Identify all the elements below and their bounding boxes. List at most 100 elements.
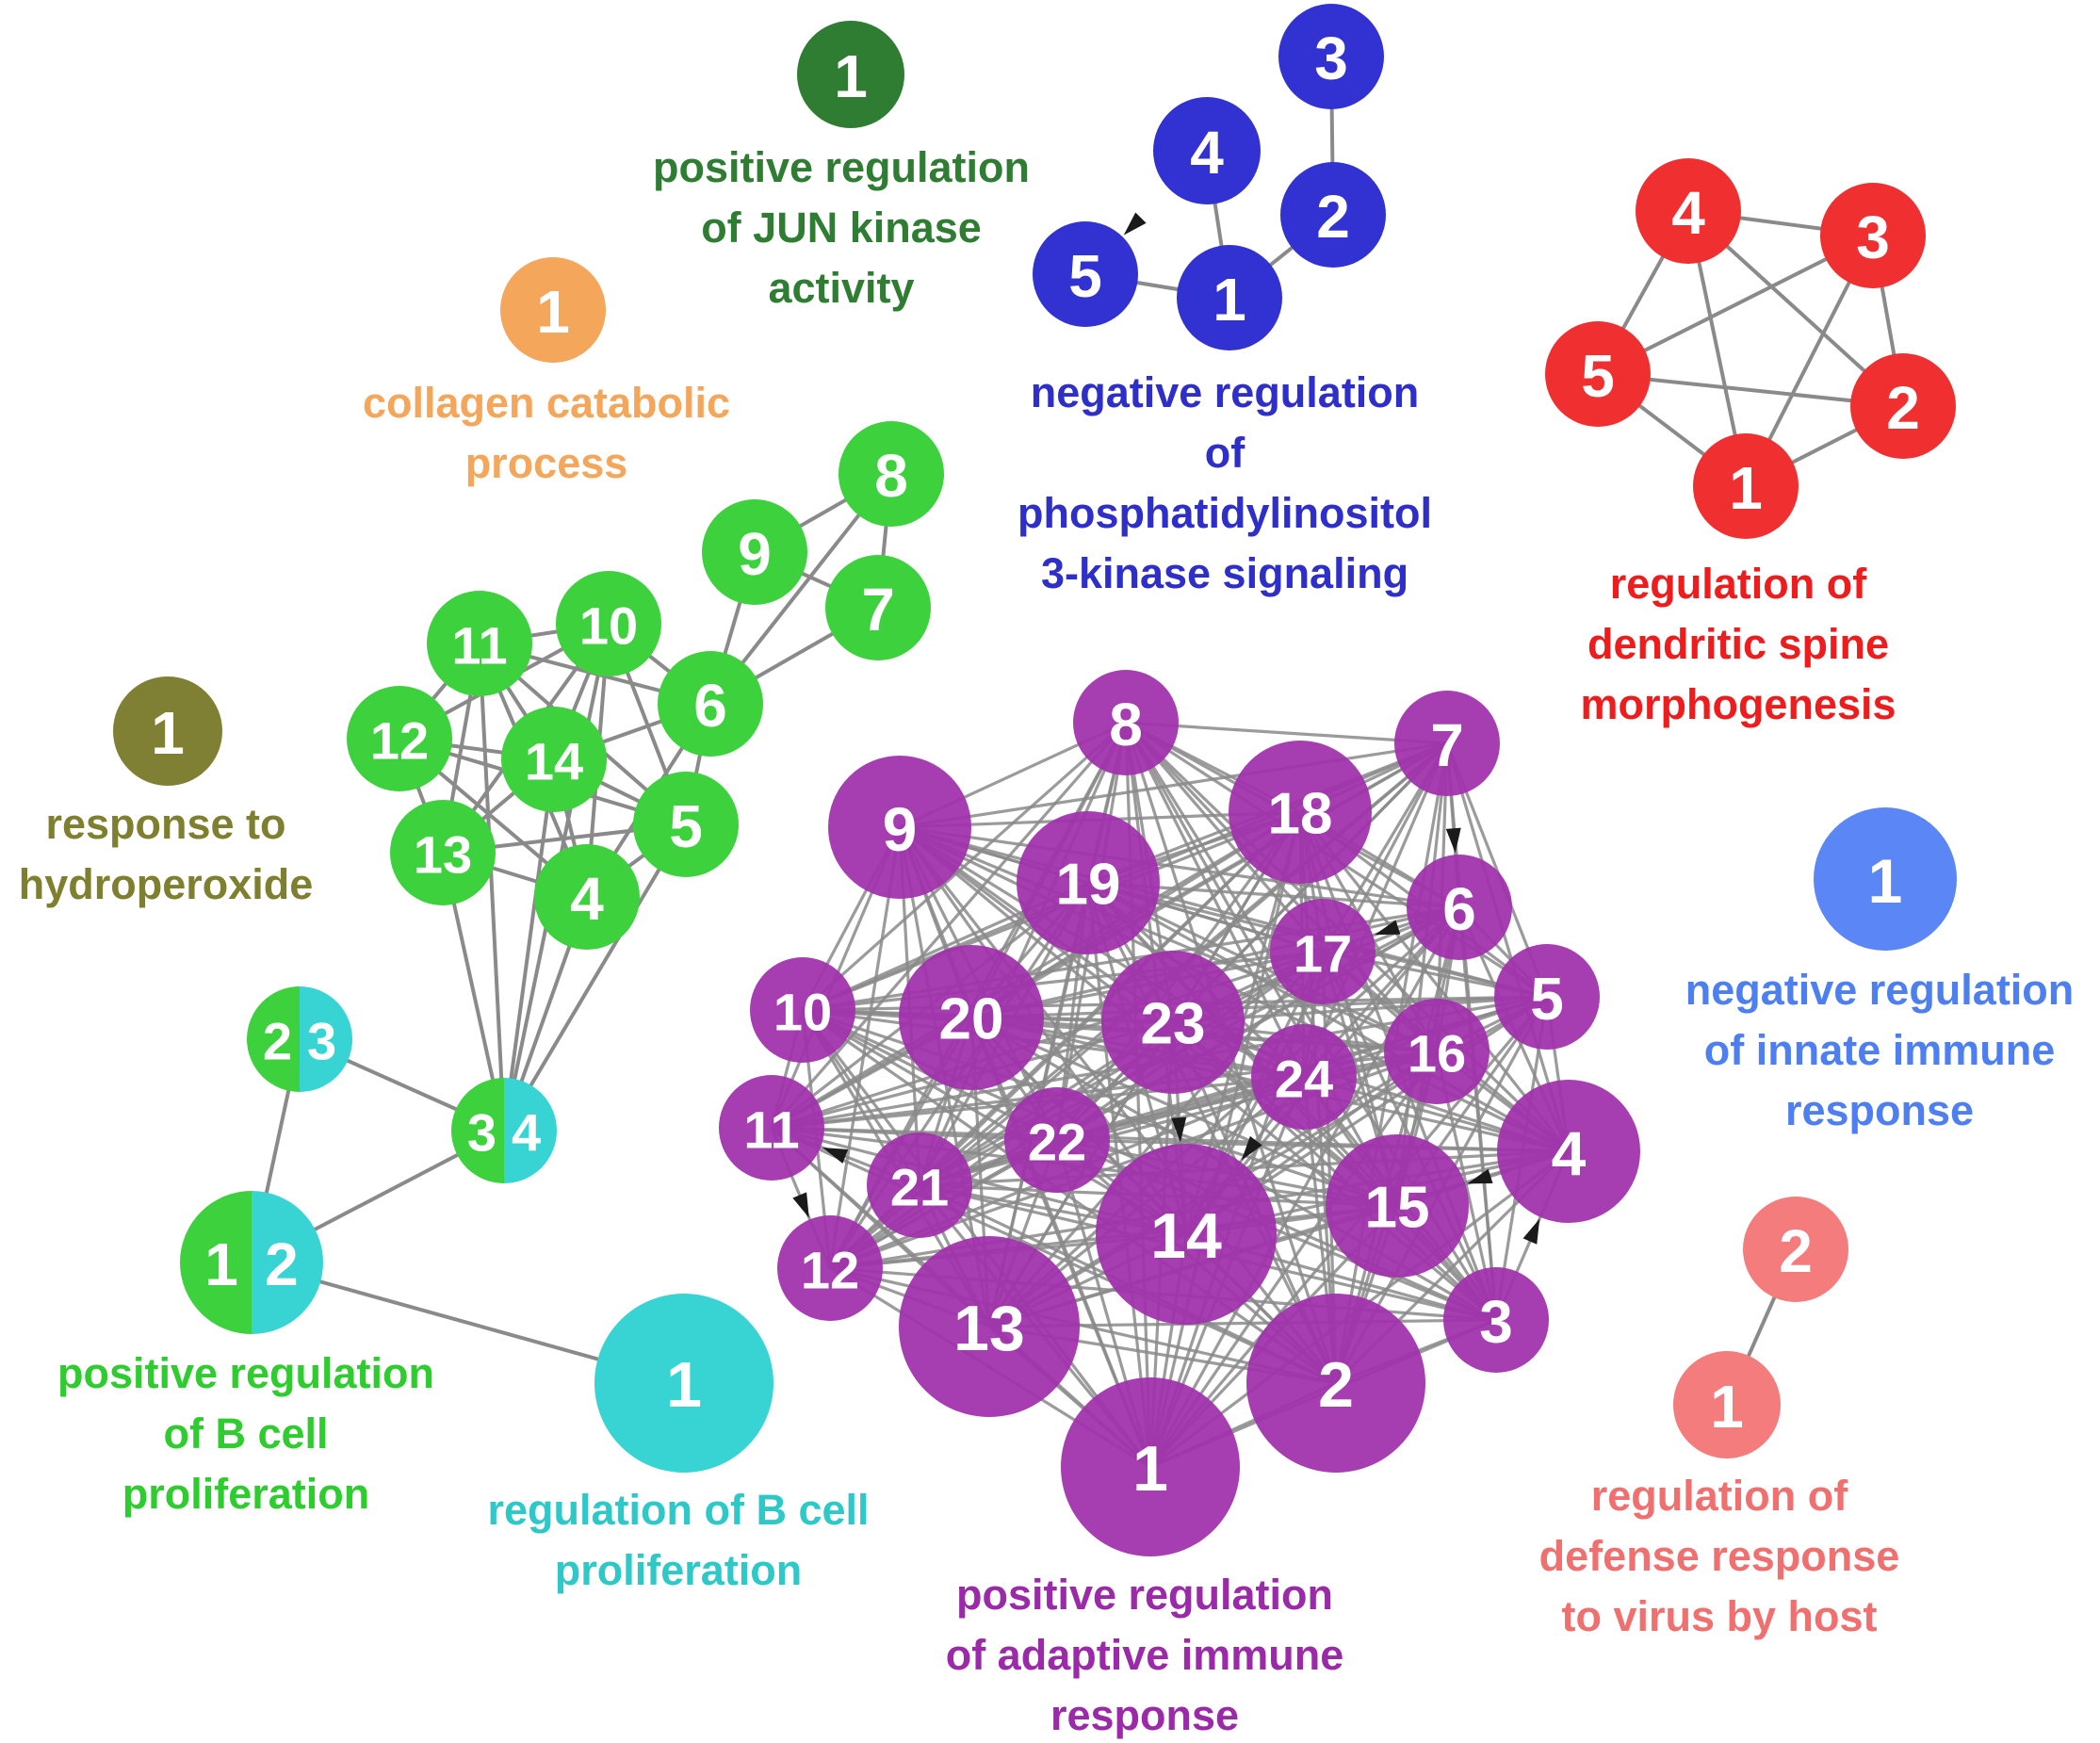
node-virus-v1[interactable]: 1 (1673, 1351, 1781, 1458)
node-pi3k-p4[interactable]: 4 (1153, 97, 1261, 204)
node-label: 4 (570, 865, 604, 933)
node-label: 14 (1150, 1200, 1222, 1272)
node-adaptive-a20[interactable]: 20 (899, 945, 1044, 1090)
node-label: 12 (801, 1241, 859, 1300)
node-adaptive-a21[interactable]: 21 (867, 1132, 972, 1238)
node-label: 5 (1068, 242, 1102, 310)
node-half-left (180, 1191, 252, 1334)
cluster-label-line: regulation of (1591, 1472, 1848, 1520)
node-bcell_pos-b6[interactable]: 6 (658, 651, 763, 757)
node-pi3k-p2[interactable]: 2 (1280, 162, 1386, 268)
cluster-label-line: positive regulation (57, 1349, 434, 1397)
node-adaptive-a7[interactable]: 7 (1394, 691, 1500, 796)
node-dendritic-d3[interactable]: 3 (1820, 183, 1926, 288)
node-circle (633, 772, 739, 877)
node-circle (1394, 691, 1500, 796)
node-adaptive-a22[interactable]: 22 (1004, 1087, 1110, 1193)
node-pi3k-p1[interactable]: 1 (1177, 245, 1282, 350)
node-adaptive-a15[interactable]: 15 (1326, 1134, 1469, 1278)
node-circle (1177, 245, 1282, 350)
node-adaptive-a16[interactable]: 16 (1384, 999, 1490, 1104)
node-adaptive-a24[interactable]: 24 (1251, 1024, 1357, 1130)
node-adaptive-a19[interactable]: 19 (1017, 811, 1160, 954)
node-adaptive-a9[interactable]: 9 (828, 756, 971, 899)
arrow-a6-a17 (1375, 920, 1401, 936)
node-jun-jun1[interactable]: 1 (797, 21, 904, 128)
node-circle (390, 800, 496, 905)
node-bcell_reg-r1[interactable]: 1 (594, 1294, 773, 1473)
node-adaptive-a13[interactable]: 13 (899, 1236, 1080, 1417)
node-dendritic-d4[interactable]: 4 (1636, 158, 1741, 264)
node-dendritic-d1[interactable]: 1 (1693, 433, 1799, 539)
node-circle (797, 21, 904, 128)
node-adaptive-a17[interactable]: 17 (1270, 899, 1376, 1004)
node-adaptive-a8[interactable]: 8 (1073, 670, 1179, 775)
node-label: 1 (1213, 266, 1246, 334)
edge-a7-a9 (899, 741, 1448, 829)
arrow-a7-a6 (1445, 827, 1461, 854)
node-bcell_pos-b10[interactable]: 10 (556, 571, 661, 676)
node-adaptive-a3[interactable]: 3 (1443, 1267, 1549, 1373)
node-adaptive-a1[interactable]: 1 (1061, 1377, 1240, 1556)
node-pi3k-p5[interactable]: 5 (1033, 221, 1138, 327)
node-dendritic-d5[interactable]: 5 (1545, 321, 1651, 427)
node-innate-inn1[interactable]: 1 (1814, 807, 1957, 951)
node-adaptive-a4[interactable]: 4 (1497, 1080, 1640, 1223)
node-half-left (247, 986, 300, 1092)
node-circle (594, 1294, 773, 1473)
node-circle (1270, 899, 1376, 1004)
node-label: 13 (414, 825, 472, 885)
node-label: 1 (1710, 1373, 1744, 1441)
node-adaptive-a18[interactable]: 18 (1229, 741, 1372, 884)
node-adaptive-a6[interactable]: 6 (1407, 855, 1512, 960)
node-hydroperoxide-hyd1[interactable]: 1 (113, 676, 222, 786)
node-adaptive-a5[interactable]: 5 (1494, 944, 1600, 1050)
node-label: 1 (1729, 454, 1763, 522)
node-label: 13 (953, 1293, 1025, 1364)
node-bcell_pos-b7[interactable]: 7 (825, 555, 931, 660)
node-bcell_pos-b8[interactable]: 8 (838, 421, 944, 527)
node-circle (658, 651, 763, 757)
node-adaptive-a2[interactable]: 2 (1246, 1294, 1425, 1473)
node-half-left (451, 1078, 504, 1183)
cluster-label-line: proliferation (122, 1470, 370, 1518)
node-label: 2 (1318, 1349, 1354, 1421)
cluster-label-line: morphogenesis (1580, 680, 1896, 728)
node-label: 2 (1316, 183, 1350, 251)
node-bcell_pos-b11[interactable]: 11 (427, 591, 532, 696)
node-circle (1545, 321, 1651, 427)
node-label-right: 3 (307, 1012, 336, 1071)
node-label: 3 (1856, 204, 1890, 271)
node-adaptive-a11[interactable]: 11 (719, 1075, 824, 1181)
node-virus-v2[interactable]: 2 (1743, 1197, 1848, 1302)
node-adaptive-a23[interactable]: 23 (1101, 951, 1245, 1094)
node-label: 17 (1294, 924, 1352, 984)
node-collagen-col1[interactable]: 1 (500, 257, 606, 363)
node-adaptive-a14[interactable]: 14 (1096, 1144, 1277, 1325)
node-adaptive-a12[interactable]: 12 (777, 1215, 883, 1321)
node-bcell_pos-b9[interactable]: 9 (702, 499, 807, 605)
node-bcell_pos-b5[interactable]: 5 (633, 772, 739, 877)
edge-a15-a19 (1086, 881, 1399, 1208)
node-bcell_pos-b14[interactable]: 14 (501, 707, 607, 812)
node-circle (828, 756, 971, 899)
node-dendritic-d2[interactable]: 2 (1850, 353, 1956, 459)
node-label: 1 (536, 278, 570, 346)
node-label: 1 (834, 42, 868, 110)
node-bcell_pos-b4[interactable]: 4 (534, 844, 640, 950)
node-bcell_pos-b12[interactable]: 12 (347, 686, 452, 791)
node-pi3k-p3[interactable]: 3 (1278, 4, 1384, 109)
node-circle (1850, 353, 1956, 459)
node-bcell_pos-b13[interactable]: 13 (390, 800, 496, 905)
node-adaptive-a10[interactable]: 10 (750, 957, 855, 1063)
